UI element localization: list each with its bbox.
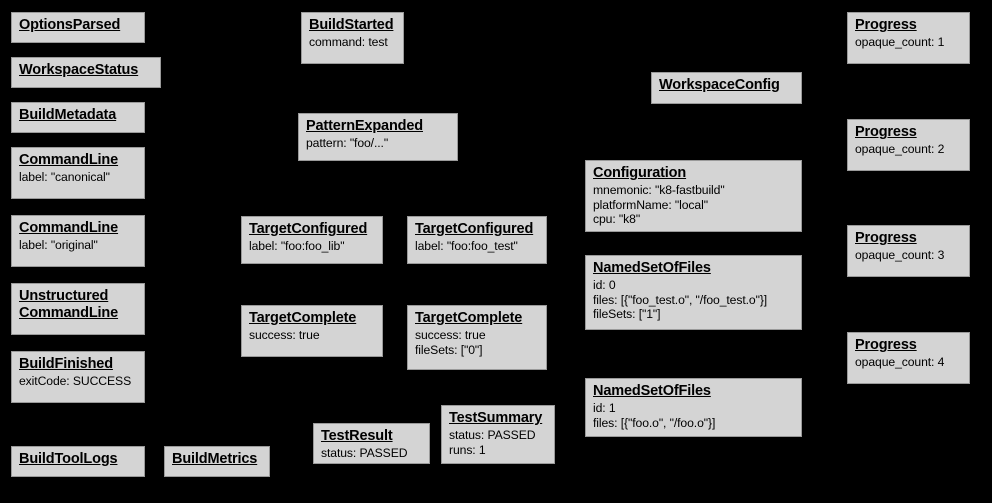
node-progress-1[interactable]: Progress opaque_count: 1 bbox=[847, 12, 970, 64]
node-title: WorkspaceConfig bbox=[659, 77, 780, 93]
node-field: status: PASSED bbox=[321, 446, 408, 461]
node-field: label: "foo:foo_test" bbox=[415, 239, 518, 254]
node-field: command: test bbox=[309, 35, 388, 50]
node-field: id: 0 bbox=[593, 278, 616, 293]
node-title: Progress bbox=[855, 17, 917, 33]
node-build-tool-logs[interactable]: BuildToolLogs bbox=[11, 446, 145, 477]
node-progress-3[interactable]: Progress opaque_count: 3 bbox=[847, 225, 970, 277]
node-fields: opaque_count: 4 bbox=[855, 355, 962, 369]
node-fields: label: "canonical" bbox=[19, 170, 137, 184]
node-title: TestSummary bbox=[449, 410, 543, 426]
node-field: opaque_count: 4 bbox=[855, 355, 945, 370]
node-fields: status: PASSED bbox=[321, 446, 422, 460]
node-target-configured-foo-lib[interactable]: TargetConfigured label: "foo:foo_lib" bbox=[241, 216, 383, 264]
node-field: success: true bbox=[249, 328, 320, 343]
node-field: label: "original" bbox=[19, 238, 98, 253]
node-build-finished[interactable]: BuildFinished exitCode: SUCCESS bbox=[11, 351, 145, 403]
node-field: opaque_count: 3 bbox=[855, 248, 945, 263]
node-configuration[interactable]: Configuration mnemonic: "k8-fastbuild"pla… bbox=[585, 160, 802, 232]
node-fields: opaque_count: 1 bbox=[855, 35, 962, 49]
node-command-line-canonical[interactable]: CommandLine label: "canonical" bbox=[11, 147, 145, 199]
node-progress-4[interactable]: Progress opaque_count: 4 bbox=[847, 332, 970, 384]
node-fields: label: "foo:foo_test" bbox=[415, 239, 539, 253]
node-field: opaque_count: 2 bbox=[855, 142, 945, 157]
node-fields: success: true bbox=[249, 328, 375, 342]
node-workspace-status[interactable]: WorkspaceStatus bbox=[11, 57, 161, 88]
node-unstructured-command-line[interactable]: Unstructured CommandLine bbox=[11, 283, 145, 335]
node-title: BuildToolLogs bbox=[19, 451, 118, 467]
node-test-result[interactable]: TestResult status: PASSED bbox=[313, 423, 430, 464]
node-fields: exitCode: SUCCESS bbox=[19, 374, 137, 388]
node-field: platformName: "local" bbox=[593, 197, 708, 212]
node-target-complete-foo-lib[interactable]: TargetComplete success: true bbox=[241, 305, 383, 357]
node-title: WorkspaceStatus bbox=[19, 62, 139, 78]
node-title: TargetComplete bbox=[249, 310, 357, 326]
node-title: CommandLine bbox=[19, 152, 119, 168]
node-title: Configuration bbox=[593, 165, 687, 181]
node-target-configured-foo-test[interactable]: TargetConfigured label: "foo:foo_test" bbox=[407, 216, 547, 264]
node-title: Unstructured CommandLine bbox=[19, 288, 119, 322]
node-build-started[interactable]: BuildStarted command: test bbox=[301, 12, 404, 64]
node-title: TestResult bbox=[321, 428, 393, 444]
node-fields: pattern: "foo/..." bbox=[306, 136, 450, 150]
node-title: TargetConfigured bbox=[249, 221, 368, 237]
node-field: id: 1 bbox=[593, 401, 616, 416]
node-title: PatternExpanded bbox=[306, 118, 423, 134]
node-title: BuildStarted bbox=[309, 17, 394, 33]
node-field: label: "canonical" bbox=[19, 170, 110, 185]
node-field: mnemonic: "k8-fastbuild" bbox=[593, 183, 725, 198]
node-field: exitCode: SUCCESS bbox=[19, 374, 132, 389]
node-workspace-config[interactable]: WorkspaceConfig bbox=[651, 72, 802, 104]
node-field: runs: 1 bbox=[449, 442, 486, 457]
node-field: status: PASSED bbox=[449, 428, 536, 443]
node-fields: command: test bbox=[309, 35, 396, 49]
node-field: fileSets: ["1"] bbox=[593, 306, 661, 321]
node-command-line-original[interactable]: CommandLine label: "original" bbox=[11, 215, 145, 267]
node-field: opaque_count: 1 bbox=[855, 35, 945, 50]
node-title: BuildMetadata bbox=[19, 107, 117, 123]
node-fields: mnemonic: "k8-fastbuild"platformName: "l… bbox=[593, 183, 794, 226]
node-title: TargetComplete bbox=[415, 310, 523, 326]
node-title: NamedSetOfFiles bbox=[593, 260, 711, 276]
node-title: NamedSetOfFiles bbox=[593, 383, 711, 399]
node-title: CommandLine bbox=[19, 220, 119, 236]
node-field: pattern: "foo/..." bbox=[306, 136, 389, 151]
node-title: Progress bbox=[855, 230, 917, 246]
node-progress-2[interactable]: Progress opaque_count: 2 bbox=[847, 119, 970, 171]
node-field: cpu: "k8" bbox=[593, 211, 641, 226]
node-fields: opaque_count: 2 bbox=[855, 142, 962, 156]
node-title: TargetConfigured bbox=[415, 221, 534, 237]
node-title: OptionsParsed bbox=[19, 17, 121, 33]
node-field: success: true bbox=[415, 328, 486, 343]
node-build-metrics[interactable]: BuildMetrics bbox=[164, 446, 270, 477]
node-field: files: [{"foo.o", "/foo.o"}] bbox=[593, 415, 716, 430]
node-fields: label: "foo:foo_lib" bbox=[249, 239, 375, 253]
node-fields: label: "original" bbox=[19, 238, 137, 252]
node-field: fileSets: ["0"] bbox=[415, 342, 483, 357]
node-field: files: [{"foo_test.o", "/foo_test.o"}] bbox=[593, 292, 768, 307]
node-build-metadata[interactable]: BuildMetadata bbox=[11, 102, 145, 133]
node-title: BuildFinished bbox=[19, 356, 113, 372]
node-fields: opaque_count: 3 bbox=[855, 248, 962, 262]
node-options-parsed[interactable]: OptionsParsed bbox=[11, 12, 145, 43]
node-pattern-expanded[interactable]: PatternExpanded pattern: "foo/..." bbox=[298, 113, 458, 161]
node-field: label: "foo:foo_lib" bbox=[249, 239, 345, 254]
node-title: BuildMetrics bbox=[172, 451, 258, 467]
node-title: Progress bbox=[855, 124, 917, 140]
node-title: Progress bbox=[855, 337, 917, 353]
